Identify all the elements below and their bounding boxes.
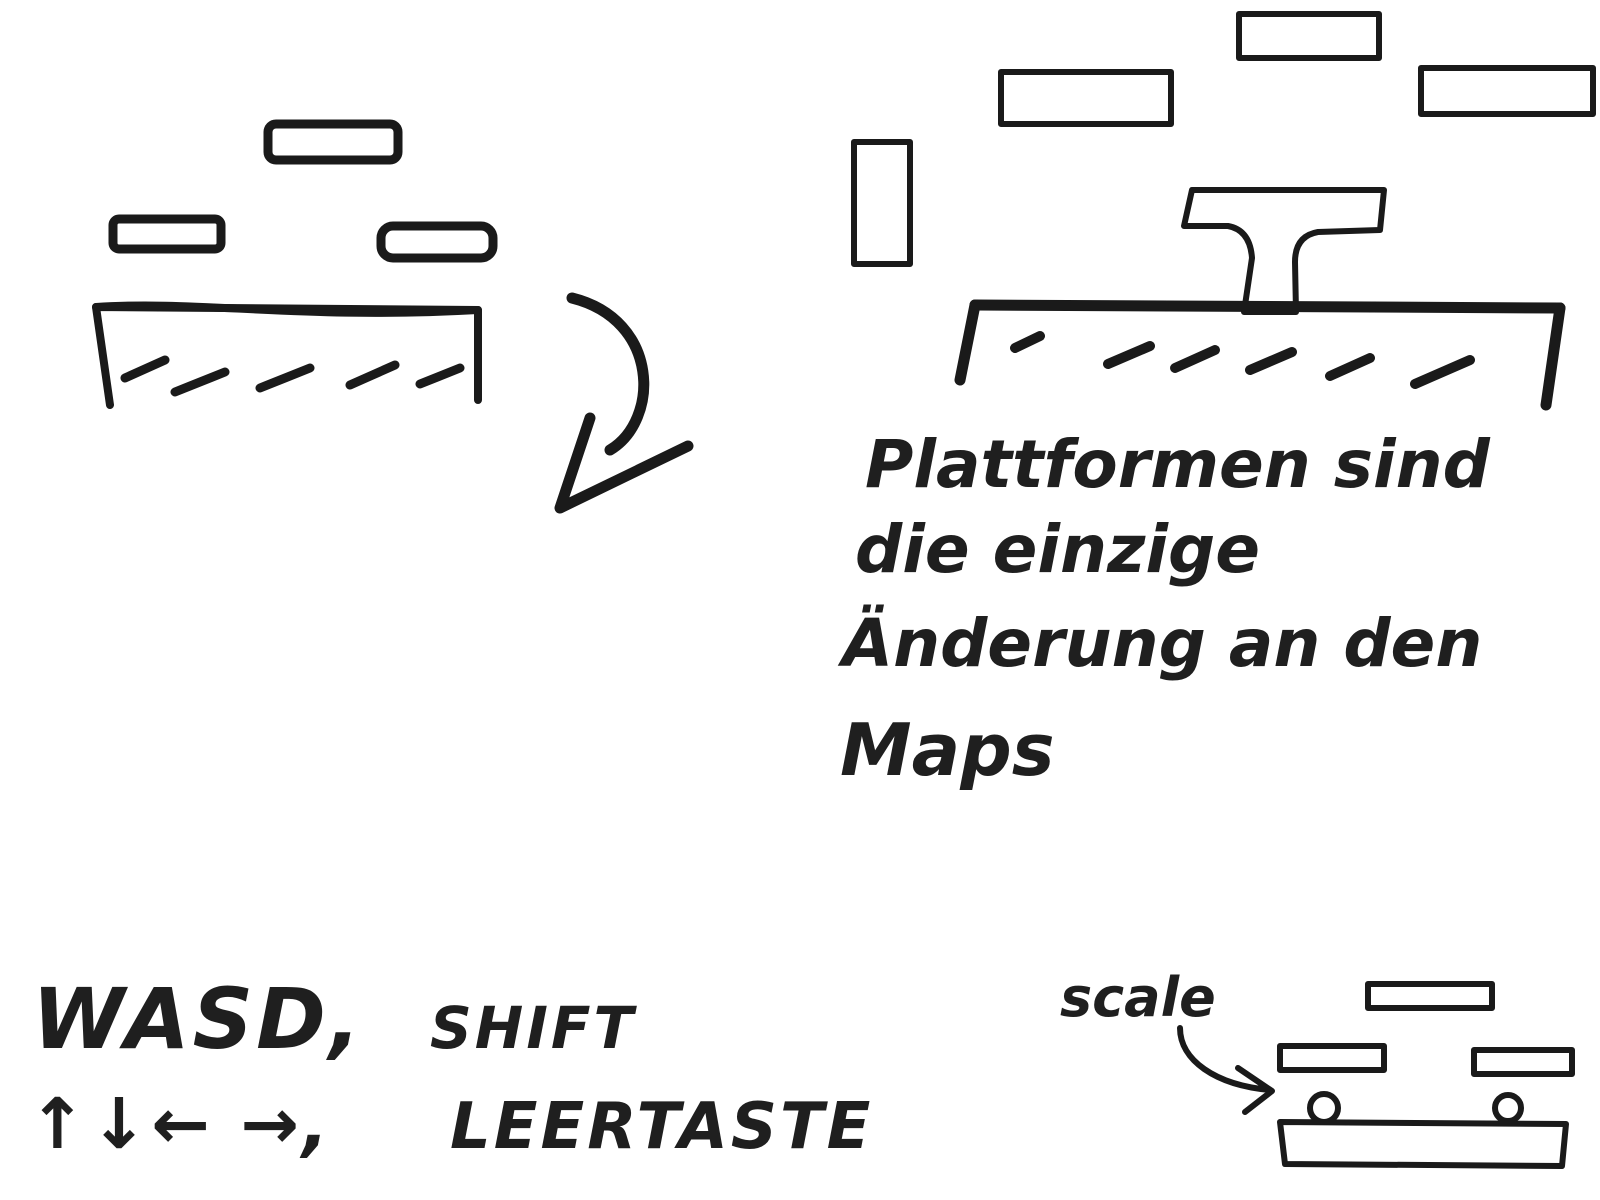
t-shaped-platform xyxy=(1181,187,1387,315)
note-line-4: Maps xyxy=(840,708,1055,792)
platform-note: Plattformen sind die einzige Änderung an… xyxy=(837,426,1491,792)
ground-platform-right xyxy=(954,299,1566,411)
note-line-3: Änderung an den xyxy=(837,604,1482,682)
player-marker-left xyxy=(1307,1091,1341,1125)
ground-platform-left xyxy=(92,301,482,409)
vertical-pillar-platform xyxy=(851,139,913,267)
controls-spacebar: LEERTASTE xyxy=(450,1090,873,1164)
new-platforms xyxy=(851,11,1596,411)
floating-platform-right xyxy=(1418,65,1596,117)
controls-shift: SHIFT xyxy=(430,994,638,1062)
scale-arrow xyxy=(1177,1025,1275,1115)
scale-platform-left xyxy=(1277,1043,1387,1073)
transform-arrow xyxy=(554,292,694,514)
small-platform-top xyxy=(263,119,403,165)
scale-ground xyxy=(1277,1119,1569,1169)
small-platform-left xyxy=(108,214,226,254)
scale-platform-top xyxy=(1365,981,1495,1011)
scale-platform-right xyxy=(1471,1047,1575,1077)
controls-keys-wasd: WASD, xyxy=(32,970,364,1068)
note-line-2: die einzige xyxy=(855,511,1260,588)
controls-legend: WASD, SHIFT ↑↓← →, LEERTASTE xyxy=(28,970,873,1165)
floating-platform-left xyxy=(998,69,1174,127)
small-platform-right xyxy=(376,221,498,263)
scale-example: scale xyxy=(1060,966,1575,1169)
player-marker-right xyxy=(1492,1092,1524,1124)
original-platforms xyxy=(92,119,498,409)
note-line-1: Plattformen sind xyxy=(865,426,1491,503)
scale-label: scale xyxy=(1060,966,1216,1029)
controls-arrow-keys: ↑↓← →, xyxy=(28,1083,332,1165)
floating-platform-top xyxy=(1236,11,1382,61)
